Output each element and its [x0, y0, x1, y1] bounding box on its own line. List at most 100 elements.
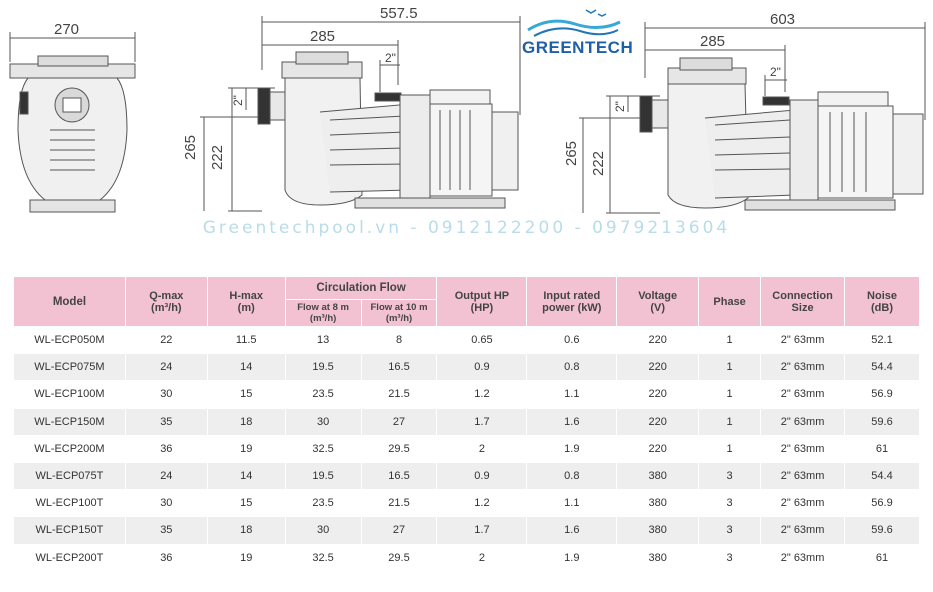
dim-model2-height-total: 265 [563, 141, 580, 166]
cell-input-power: 0.8 [526, 353, 618, 382]
cell-phase: 3 [698, 516, 762, 545]
cell-flow-10m: 21.5 [360, 489, 438, 518]
cell-noise: 61 [844, 434, 920, 463]
cell-hmax: 14 [206, 461, 286, 491]
dim-model2-outlet: 2" [770, 65, 781, 79]
cell-flow-8m: 23.5 [284, 380, 362, 409]
cell-input-power: 0.8 [526, 461, 618, 491]
cell-output-hp: 0.9 [436, 353, 528, 382]
cell-phase: 3 [698, 543, 762, 572]
cell-model: WL-ECP050M [13, 325, 126, 355]
cell-voltage: 220 [616, 407, 700, 436]
cell-qmax: 35 [124, 407, 208, 436]
header-model: Model [13, 276, 126, 327]
cell-noise: 52.1 [844, 325, 920, 355]
header-phase: Phase [698, 276, 762, 327]
cell-qmax: 36 [124, 434, 208, 463]
cell-connection-size: 2" 63mm [760, 516, 846, 545]
cell-connection-size: 2" 63mm [760, 325, 846, 355]
header-noise: Noise(dB) [844, 276, 920, 327]
cell-flow-8m: 13 [284, 325, 362, 355]
cell-input-power: 0.6 [526, 325, 618, 355]
greentech-logo [527, 9, 621, 37]
cell-noise: 61 [844, 543, 920, 572]
cell-flow-10m: 27 [360, 407, 438, 436]
cell-flow-10m: 29.5 [360, 543, 438, 572]
cell-input-power: 1.9 [526, 434, 618, 463]
header-hmax: H-max(m) [206, 276, 286, 327]
cell-phase: 3 [698, 461, 762, 491]
cell-flow-10m: 27 [360, 516, 438, 545]
dim-model1-height-total: 265 [182, 135, 199, 160]
cell-phase: 1 [698, 407, 762, 436]
header-circulation-flow: Circulation Flow [284, 276, 438, 300]
pump-drawings: 270 557.5 285 [9, 5, 926, 214]
cell-connection-size: 2" 63mm [760, 434, 846, 463]
cell-model: WL-ECP150M [13, 407, 126, 436]
dim-model2-body: 285 [700, 33, 725, 50]
cell-hmax: 19 [206, 543, 286, 572]
brand-name: GREENTECH [522, 38, 634, 57]
cell-model: WL-ECP150T [13, 516, 126, 545]
dim-model1-height-axis: 222 [209, 145, 226, 170]
front-view-drawing [9, 32, 136, 213]
dim-front-width: 270 [54, 21, 79, 38]
cell-voltage: 220 [616, 380, 700, 409]
cell-connection-size: 2" 63mm [760, 407, 846, 436]
cell-hmax: 15 [206, 489, 286, 518]
cell-phase: 1 [698, 434, 762, 463]
cell-hmax: 18 [206, 516, 286, 545]
cell-hmax: 15 [206, 380, 286, 409]
cell-flow-10m: 29.5 [360, 434, 438, 463]
cell-voltage: 380 [616, 489, 700, 518]
watermark-contact: Greentechpool.vn - 0912122200 - 09792136… [202, 218, 731, 238]
cell-output-hp: 1.2 [436, 489, 528, 518]
cell-input-power: 1.9 [526, 543, 618, 572]
cell-flow-8m: 32.5 [284, 434, 362, 463]
cell-flow-10m: 16.5 [360, 461, 438, 491]
cell-noise: 59.6 [844, 407, 920, 436]
cell-flow-8m: 30 [284, 516, 362, 545]
cell-qmax: 22 [124, 325, 208, 355]
dim-model1-body: 285 [310, 28, 335, 45]
cell-connection-size: 2" 63mm [760, 380, 846, 409]
cell-connection-size: 2" 63mm [760, 489, 846, 518]
cell-flow-8m: 23.5 [284, 489, 362, 518]
cell-input-power: 1.1 [526, 380, 618, 409]
cell-model: WL-ECP075M [13, 353, 126, 382]
dim-model2-height-axis: 222 [590, 151, 607, 176]
header-qmax: Q-max(m³/h) [124, 276, 208, 327]
cell-input-power: 1.6 [526, 407, 618, 436]
dim-model1-outlet: 2" [385, 51, 396, 65]
cell-noise: 56.9 [844, 380, 920, 409]
cell-input-power: 1.6 [526, 516, 618, 545]
cell-flow-10m: 21.5 [360, 380, 438, 409]
cell-noise: 54.4 [844, 461, 920, 491]
cell-noise: 54.4 [844, 353, 920, 382]
cell-hmax: 18 [206, 407, 286, 436]
cell-output-hp: 2 [436, 543, 528, 572]
cell-noise: 59.6 [844, 516, 920, 545]
spec-table-header: Model Q-max(m³/h) H-max(m) Circulation F… [13, 276, 920, 327]
cell-hmax: 14 [206, 353, 286, 382]
cell-output-hp: 0.9 [436, 461, 528, 491]
dim-model1-inlet: 2" [231, 95, 245, 106]
cell-qmax: 35 [124, 516, 208, 545]
cell-output-hp: 1.7 [436, 407, 528, 436]
cell-flow-8m: 30 [284, 407, 362, 436]
cell-flow-8m: 19.5 [284, 461, 362, 491]
header-voltage: Voltage(V) [616, 276, 700, 327]
cell-flow-8m: 32.5 [284, 543, 362, 572]
cell-qmax: 24 [124, 461, 208, 491]
cell-phase: 1 [698, 380, 762, 409]
cell-voltage: 380 [616, 543, 700, 572]
cell-voltage: 220 [616, 353, 700, 382]
